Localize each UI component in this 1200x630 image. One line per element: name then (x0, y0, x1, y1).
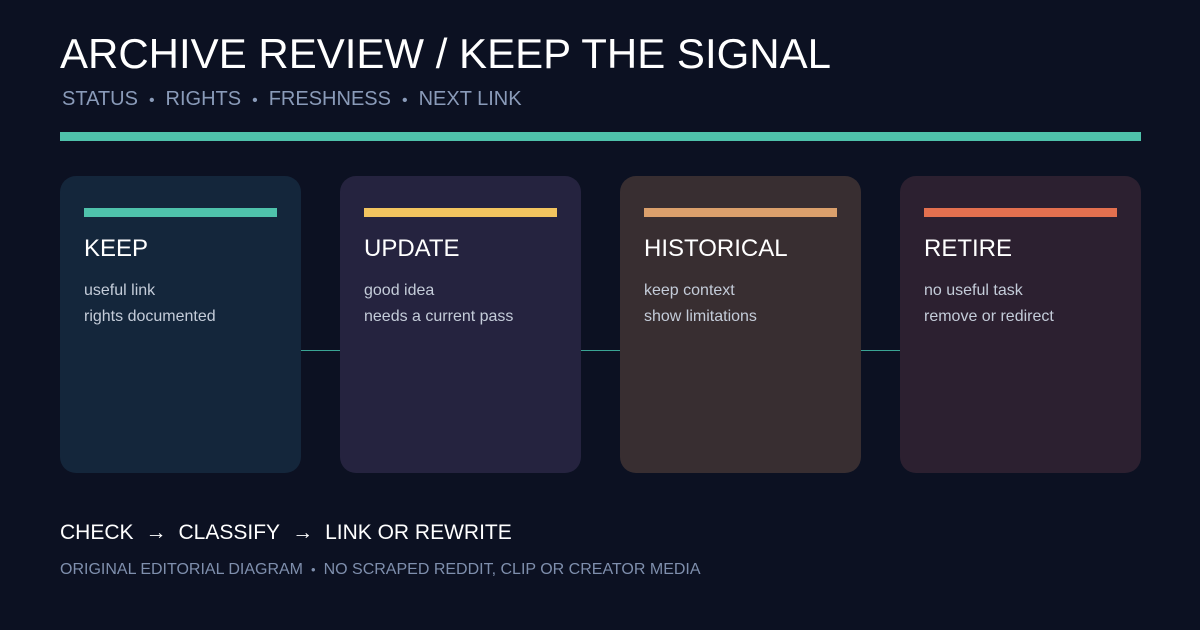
card-text-line: keep context (644, 282, 735, 299)
card-label: RETIRE (924, 235, 1013, 262)
subtitle-criteria: STATUS • RIGHTS • FRESHNESS • NEXT LINK (62, 87, 522, 113)
card-color-bar (644, 208, 837, 217)
card-color-bar (84, 208, 277, 217)
process-flow: CHECK → CLASSIFY → LINK OR REWRITE (60, 520, 512, 546)
subtitle-separator: • (401, 92, 408, 109)
footer-separator: • (311, 562, 316, 577)
flow-step-check: CHECK (60, 521, 134, 544)
flow-step-link-or-rewrite: LINK OR REWRITE (325, 521, 512, 544)
subtitle-separator: • (148, 92, 155, 109)
flow-step-classify: CLASSIFY (178, 521, 281, 544)
footer-note: ORIGINAL EDITORIAL DIAGRAM • NO SCRAPED RE… (60, 560, 701, 580)
card-text-line: remove or redirect (924, 308, 1054, 325)
criterion-freshness: FRESHNESS (268, 88, 391, 110)
card-retire: RETIRE no useful task remove or redirect (900, 176, 1141, 473)
criterion-next-link: NEXT LINK (418, 88, 522, 110)
card-text-line: good idea (364, 282, 435, 299)
card-label: KEEP (84, 235, 149, 262)
connector-line (861, 350, 900, 351)
card-update: UPDATE good idea needs a current pass (340, 176, 581, 473)
criterion-status: STATUS (62, 88, 138, 110)
connector-line (301, 350, 340, 351)
card-color-bar (924, 208, 1117, 217)
card-text-line: no useful task (924, 282, 1023, 299)
card-text-line: show limitations (644, 308, 757, 325)
card-text-line: rights documented (84, 308, 216, 325)
card-keep: KEEP useful link rights documented (60, 176, 301, 473)
header-rule (60, 132, 1141, 141)
subtitle-separator: • (252, 92, 258, 109)
footer-disclaimer: NO SCRAPED REDDIT, CLIP OR CREATOR MEDIA (323, 561, 701, 578)
criterion-rights: RIGHTS (165, 88, 242, 110)
card-label: UPDATE (364, 235, 460, 262)
card-label: HISTORICAL (644, 235, 788, 262)
card-color-bar (364, 208, 557, 217)
card-historical: HISTORICAL keep context show limitations (620, 176, 861, 473)
footer-credit: ORIGINAL EDITORIAL DIAGRAM (60, 561, 304, 578)
connector-line (581, 350, 620, 351)
arrow-right-icon: → (292, 521, 314, 544)
page-title: ARCHIVE REVIEW / KEEP THE SIGNAL (60, 30, 831, 77)
arrow-right-icon: → (145, 521, 167, 544)
card-text-line: needs a current pass (364, 308, 514, 325)
card-text-line: useful link (84, 282, 156, 299)
